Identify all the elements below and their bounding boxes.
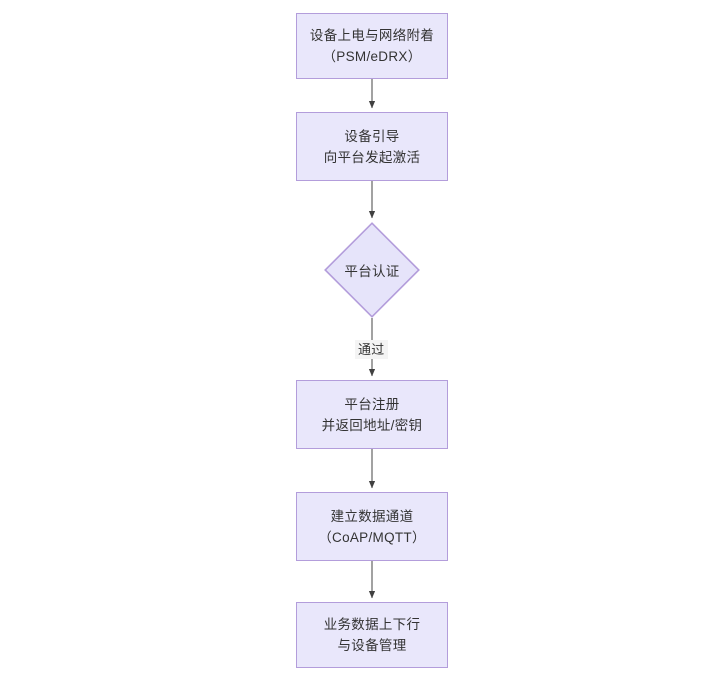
- node-text-line: 与设备管理: [337, 638, 407, 653]
- node-text-line: 设备引导: [344, 128, 400, 144]
- node-text-line: 平台认证: [344, 264, 400, 279]
- node-text-line: （PSM/eDRX）: [322, 49, 422, 64]
- node-text-line: 向平台发起激活: [323, 149, 421, 165]
- edge-label-pass: 通过: [355, 340, 388, 359]
- node-text-line: 并返回地址/密钥: [321, 417, 423, 433]
- node-business-data-and-device-management[interactable]: 业务数据上下行 与设备管理: [296, 602, 448, 668]
- node-platform-registration[interactable]: 平台注册 并返回地址/密钥: [296, 380, 448, 449]
- node-device-bootstrap[interactable]: 设备引导 向平台发起激活: [296, 112, 448, 181]
- node-platform-authentication[interactable]: 平台认证: [324, 222, 420, 318]
- diamond-shape: [324, 222, 420, 318]
- node-text-line: 建立数据通道: [330, 508, 414, 524]
- node-text-line: （CoAP/MQTT）: [318, 529, 426, 545]
- node-text-line: 设备上电与网络附着: [309, 28, 435, 43]
- node-establish-data-channel[interactable]: 建立数据通道 （CoAP/MQTT）: [296, 492, 448, 561]
- node-device-power-on[interactable]: 设备上电与网络附着 （PSM/eDRX）: [296, 13, 448, 79]
- node-text-line: 业务数据上下行: [323, 617, 421, 632]
- node-text-line: 平台注册: [344, 396, 400, 412]
